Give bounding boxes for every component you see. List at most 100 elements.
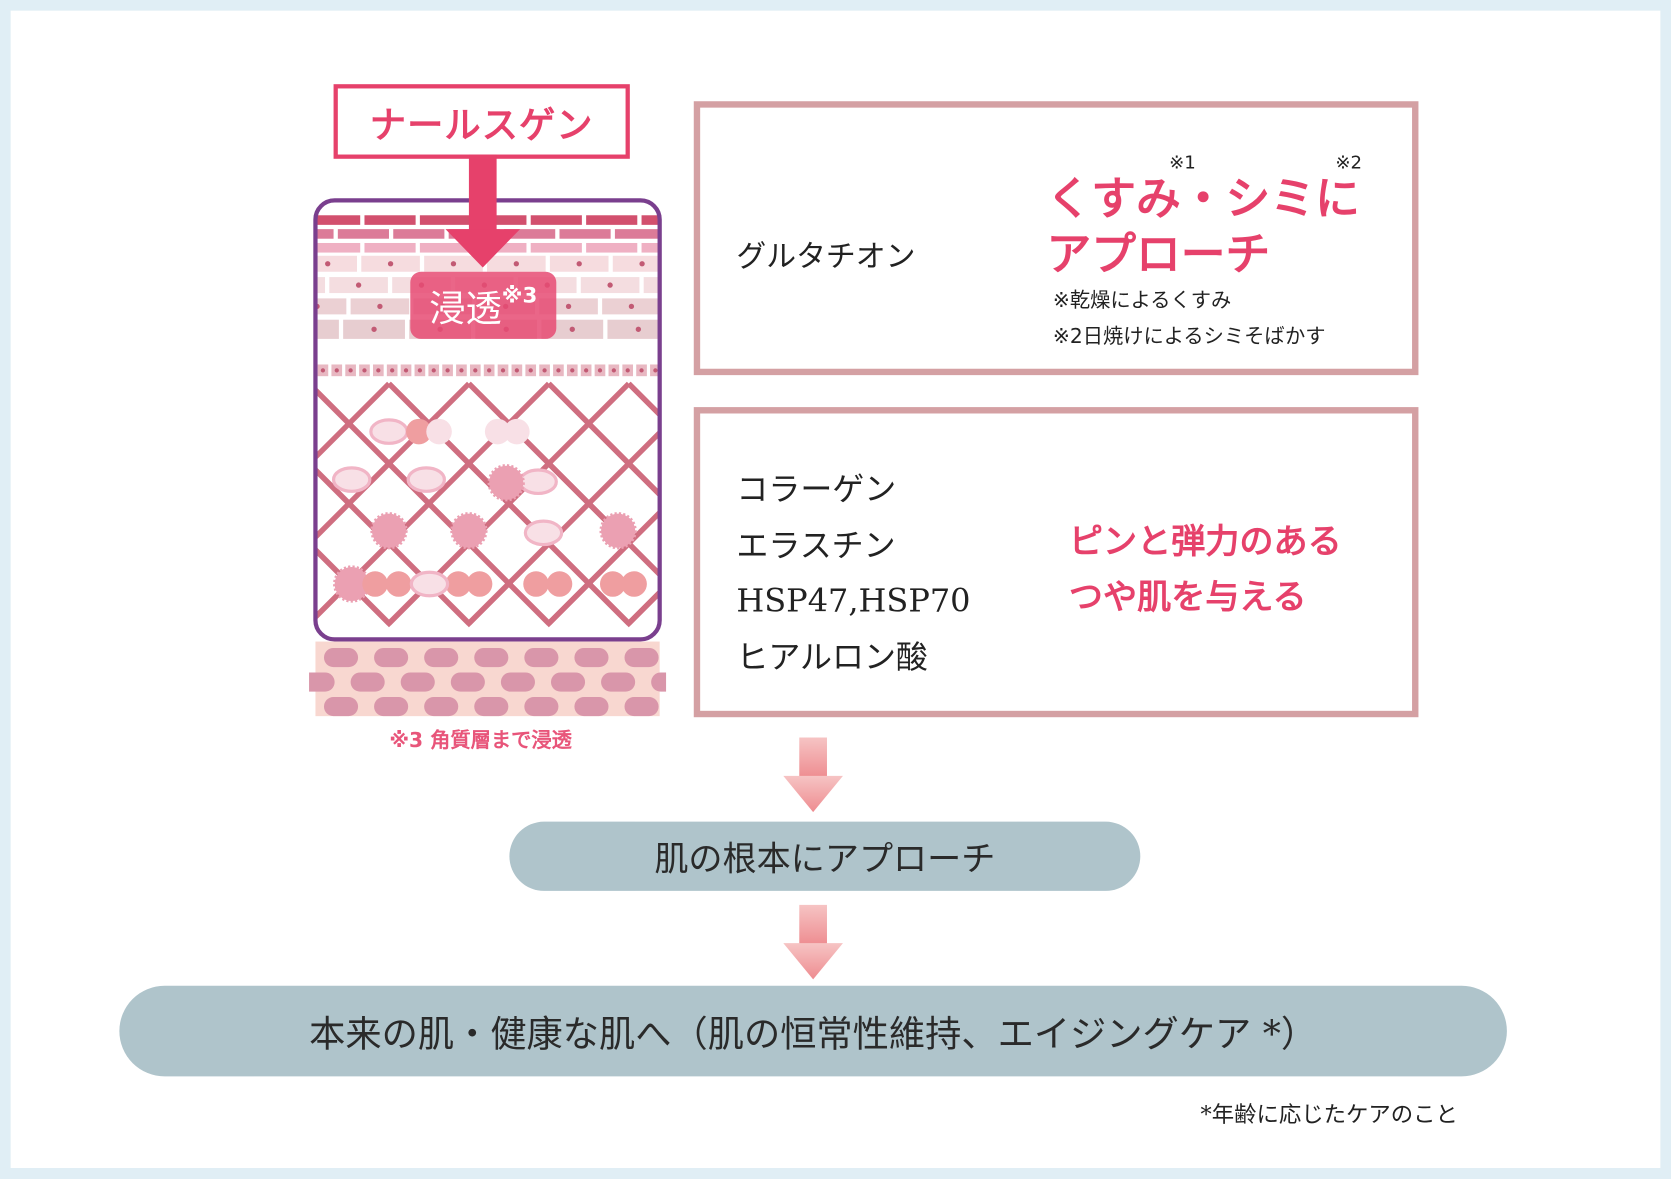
skin-cell (607, 282, 613, 288)
ingredient-item: コラーゲン (736, 471, 897, 509)
skin-cell (393, 229, 445, 239)
skin-cell (530, 242, 582, 253)
skin-cell (315, 277, 326, 294)
skin-cell (387, 261, 394, 267)
skin-cell (614, 229, 660, 239)
skin-cell (586, 242, 638, 253)
skin-cell (599, 512, 637, 550)
skin-cell (445, 368, 450, 373)
skin-cell (323, 696, 359, 717)
skin-cell (390, 368, 395, 373)
skin-cell (406, 466, 446, 493)
illustration-footnote: ※3 角質層まで浸透 (389, 728, 572, 753)
skin-cell (584, 368, 589, 373)
skin-cell (426, 418, 452, 445)
skin-cell (611, 368, 616, 373)
skin-cell (556, 368, 561, 373)
skin-cell (624, 647, 659, 668)
skin-cell (542, 368, 547, 373)
skin-cell (337, 229, 389, 239)
skin-cell (424, 647, 459, 668)
skin-cell (371, 326, 377, 332)
skin-cell (574, 696, 609, 717)
fiber (546, 381, 660, 626)
skin-cell (651, 672, 667, 692)
penetration-mark: ※3 (501, 282, 538, 308)
skin-cell (431, 368, 436, 373)
skin-cell (504, 418, 530, 445)
skin-cell (370, 512, 408, 550)
skin-cell (377, 303, 383, 310)
skin-cell (474, 696, 509, 717)
skin-cell (450, 261, 457, 267)
flow-arrow-icon (783, 904, 843, 980)
skin-cell (514, 368, 519, 373)
skin-cell (406, 418, 432, 445)
skin-cell (315, 215, 361, 225)
ingredient-list: コラーゲン エラスチン HSP47,HSP70 ヒアルロン酸 (736, 463, 970, 687)
down-arrow-icon (445, 154, 521, 268)
skin-cell (417, 368, 423, 373)
ingredient-name: グルタチオン (736, 238, 916, 274)
fiber (546, 381, 660, 626)
skin-cell (612, 255, 660, 272)
skin-cell (350, 672, 385, 692)
skin-cell (565, 303, 572, 310)
skin-cell (524, 647, 559, 668)
skin-cell (528, 368, 533, 373)
skin-cell (641, 215, 660, 225)
effect-heading-line1: くすみ・シミに (1046, 172, 1360, 225)
skin-cell (513, 261, 519, 267)
skin-cell (624, 696, 659, 717)
ingredient-item: エラスチン (736, 526, 896, 565)
skin-cell (450, 672, 485, 692)
skin-cell (550, 672, 586, 692)
skin-cell (487, 464, 525, 502)
skin-cell (315, 242, 361, 253)
skin-cell (355, 282, 362, 288)
skin-cell (601, 672, 636, 692)
skin-cell (385, 571, 412, 597)
skin-cell (504, 229, 556, 239)
notes: ※乾燥によるくすみ ※2日焼けによるシミそばかす (1053, 282, 1326, 354)
skin-cell (364, 242, 416, 253)
skin-cell (374, 696, 409, 717)
ingredient-item: ヒアルロン酸 (736, 638, 928, 677)
skin-cell (348, 368, 353, 373)
ingredient-item: HSP47,HSP70 (736, 582, 971, 621)
skin-cell (500, 672, 535, 692)
skin-cell (641, 242, 660, 253)
effect-line1: ピンと弾力のある (1068, 521, 1342, 562)
effect-line2: つや肌を与える (1068, 576, 1307, 618)
skin-cell (334, 368, 339, 373)
collagen-box: コラーゲン エラスチン HSP47,HSP70 ヒアルロン酸 ピンと弾力のある … (693, 407, 1419, 718)
skin-cell (643, 277, 660, 294)
effect-heading: くすみ・シミに アプローチ (1047, 172, 1360, 283)
skin-cell (315, 255, 358, 272)
skin-cell (473, 368, 478, 373)
skin-cell (621, 571, 647, 597)
skin-cell (607, 319, 660, 339)
skin-cell (574, 647, 609, 668)
skin-cell (320, 368, 326, 373)
note: ※2日焼けによるシミそばかす (1052, 325, 1326, 349)
skin-cell (362, 368, 367, 373)
glutathione-box: グルタチオン くすみ・シミに アプローチ ※1 ※2 ※乾燥によるくすみ ※2日… (693, 101, 1419, 376)
skin-cell (625, 368, 630, 373)
skin-cell (523, 519, 564, 547)
skin-cell (403, 368, 409, 373)
skin-cell (576, 261, 582, 267)
skin-cell (419, 242, 472, 253)
skin-cell (487, 368, 492, 373)
skin-cell (523, 571, 549, 597)
skin-cell (635, 326, 642, 332)
effect-heading-line2: アプローチ (1046, 228, 1271, 281)
skin-cell (484, 418, 511, 445)
skin-cell (546, 571, 573, 597)
step2-pill: 本来の肌・健康な肌へ（肌の恒常性維持、エイジングケア *） (119, 985, 1507, 1077)
skin-cell (653, 368, 658, 373)
skin-cell (364, 215, 416, 225)
skin-cell (409, 570, 450, 598)
skin-cell (475, 215, 527, 225)
